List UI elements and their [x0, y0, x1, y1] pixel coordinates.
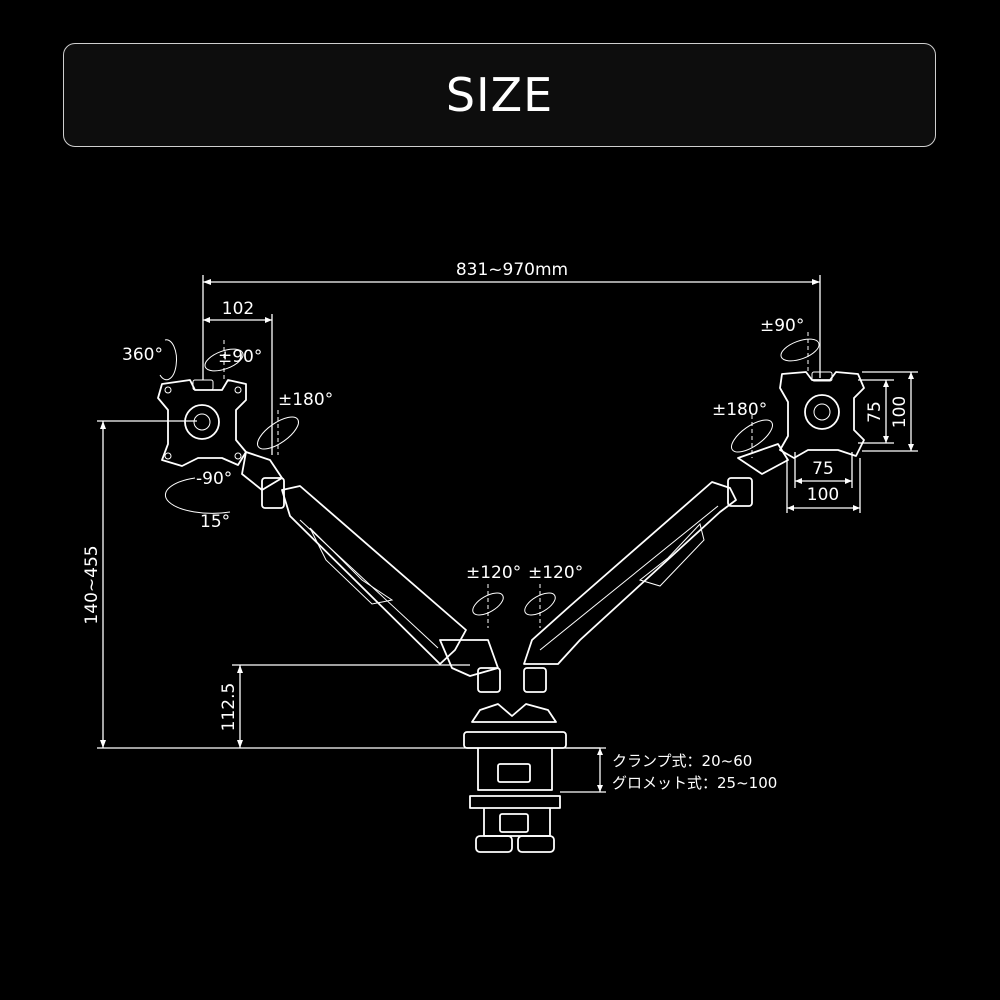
right-vesa-plate: [779, 371, 865, 459]
vesa-width-small-label: 75: [812, 459, 834, 479]
vesa-width-large-label: 100: [807, 485, 839, 505]
vesa-height-large-label: 100: [890, 396, 910, 428]
right-rotation-indicators: ±90° ±180°: [712, 316, 820, 458]
height-range-dimension: 140~455: [82, 420, 600, 749]
vesa-dimensions: 75 100 75 100: [786, 371, 918, 513]
arm-offset-dimension: 102: [203, 299, 273, 455]
left-vesa-plate: [157, 379, 247, 467]
left-down-label: -90°: [196, 469, 232, 489]
left-base-swivel-label: ±120°: [466, 563, 521, 583]
left-rotation-indicators: 360° ±90° ±180° -90° 15°: [122, 339, 333, 532]
right-tilt-label: ±90°: [760, 316, 804, 336]
overall-width-label: 831~970mm: [456, 260, 568, 280]
clamp-range-label: クランプ式：20~60: [612, 752, 752, 770]
rotate-360-label: 360°: [122, 345, 163, 365]
right-arm: ±120°: [523, 443, 789, 693]
base-height-label: 112.5: [219, 683, 239, 732]
grommet-range-label: グロメット式：25~100: [612, 774, 777, 792]
mount-thickness-dimension: クランプ式：20~60 グロメット式：25~100: [560, 747, 777, 793]
base-height-dimension: 112.5: [219, 664, 470, 748]
right-base-swivel-label: ±120°: [528, 563, 583, 583]
height-range-label: 140~455: [82, 545, 102, 624]
left-arm: ±120°: [241, 451, 521, 693]
left-up-label: 15°: [200, 512, 230, 532]
right-swivel-label: ±180°: [712, 400, 767, 420]
title-banner: SIZE: [63, 43, 936, 147]
arm-offset-label: 102: [222, 299, 254, 319]
left-tilt-label: ±90°: [218, 347, 262, 367]
page-title: SIZE: [445, 68, 554, 122]
vesa-height-small-label: 75: [865, 401, 885, 423]
base-clamp: [463, 703, 567, 853]
overall-width-dimension: 831~970mm: [202, 260, 821, 380]
left-swivel-label: ±180°: [278, 390, 333, 410]
